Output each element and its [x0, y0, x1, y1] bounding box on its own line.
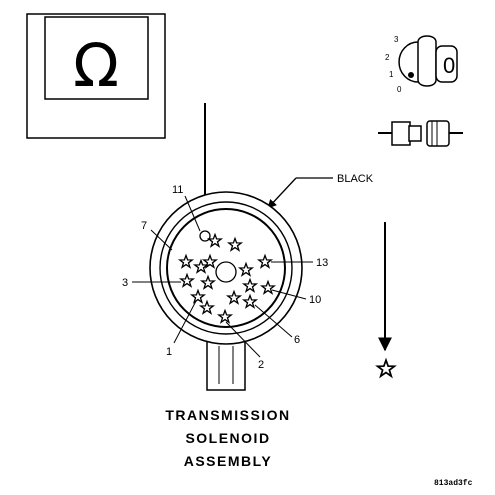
ignition-key-icon: 3 2 1 0 0	[385, 35, 458, 94]
black-leader-arrow	[267, 177, 297, 209]
pin-label-3: 3	[122, 277, 128, 289]
pin-label-1: 1	[166, 346, 172, 358]
figure-code: 813ad3fc	[434, 479, 473, 488]
pin-11-cavity	[199, 230, 211, 242]
ignition-position-2: 2	[385, 53, 390, 62]
connector-color-label: BLACK	[337, 173, 374, 185]
component-title: TRANSMISSION SOLENOID ASSEMBLY	[165, 407, 290, 469]
pin-label-10: 10	[309, 294, 321, 306]
pin-label-13: 13	[316, 257, 328, 269]
title-line-1: TRANSMISSION	[165, 407, 290, 423]
pin-label-11: 11	[172, 184, 183, 196]
ignition-position-0: 0	[397, 85, 402, 94]
pin-label-7: 7	[141, 220, 147, 232]
disconnected-connector-icon	[378, 120, 463, 147]
ignition-position-3: 3	[394, 35, 399, 44]
pin-labels: 11 7 3 1 2 6 10 13	[122, 184, 328, 371]
ohm-symbol: Ω	[73, 31, 119, 101]
ohmmeter-panel: Ω	[26, 13, 166, 139]
ground-star-icon	[376, 359, 396, 378]
solenoid-connector	[149, 191, 303, 391]
pin-label-6: 6	[294, 334, 300, 346]
title-line-3: ASSEMBLY	[184, 453, 273, 469]
ignition-position-1: 1	[389, 70, 394, 79]
ignition-key-glyph: 0	[443, 53, 455, 78]
title-line-2: SOLENOID	[185, 430, 270, 446]
pin-label-2: 2	[258, 359, 264, 371]
